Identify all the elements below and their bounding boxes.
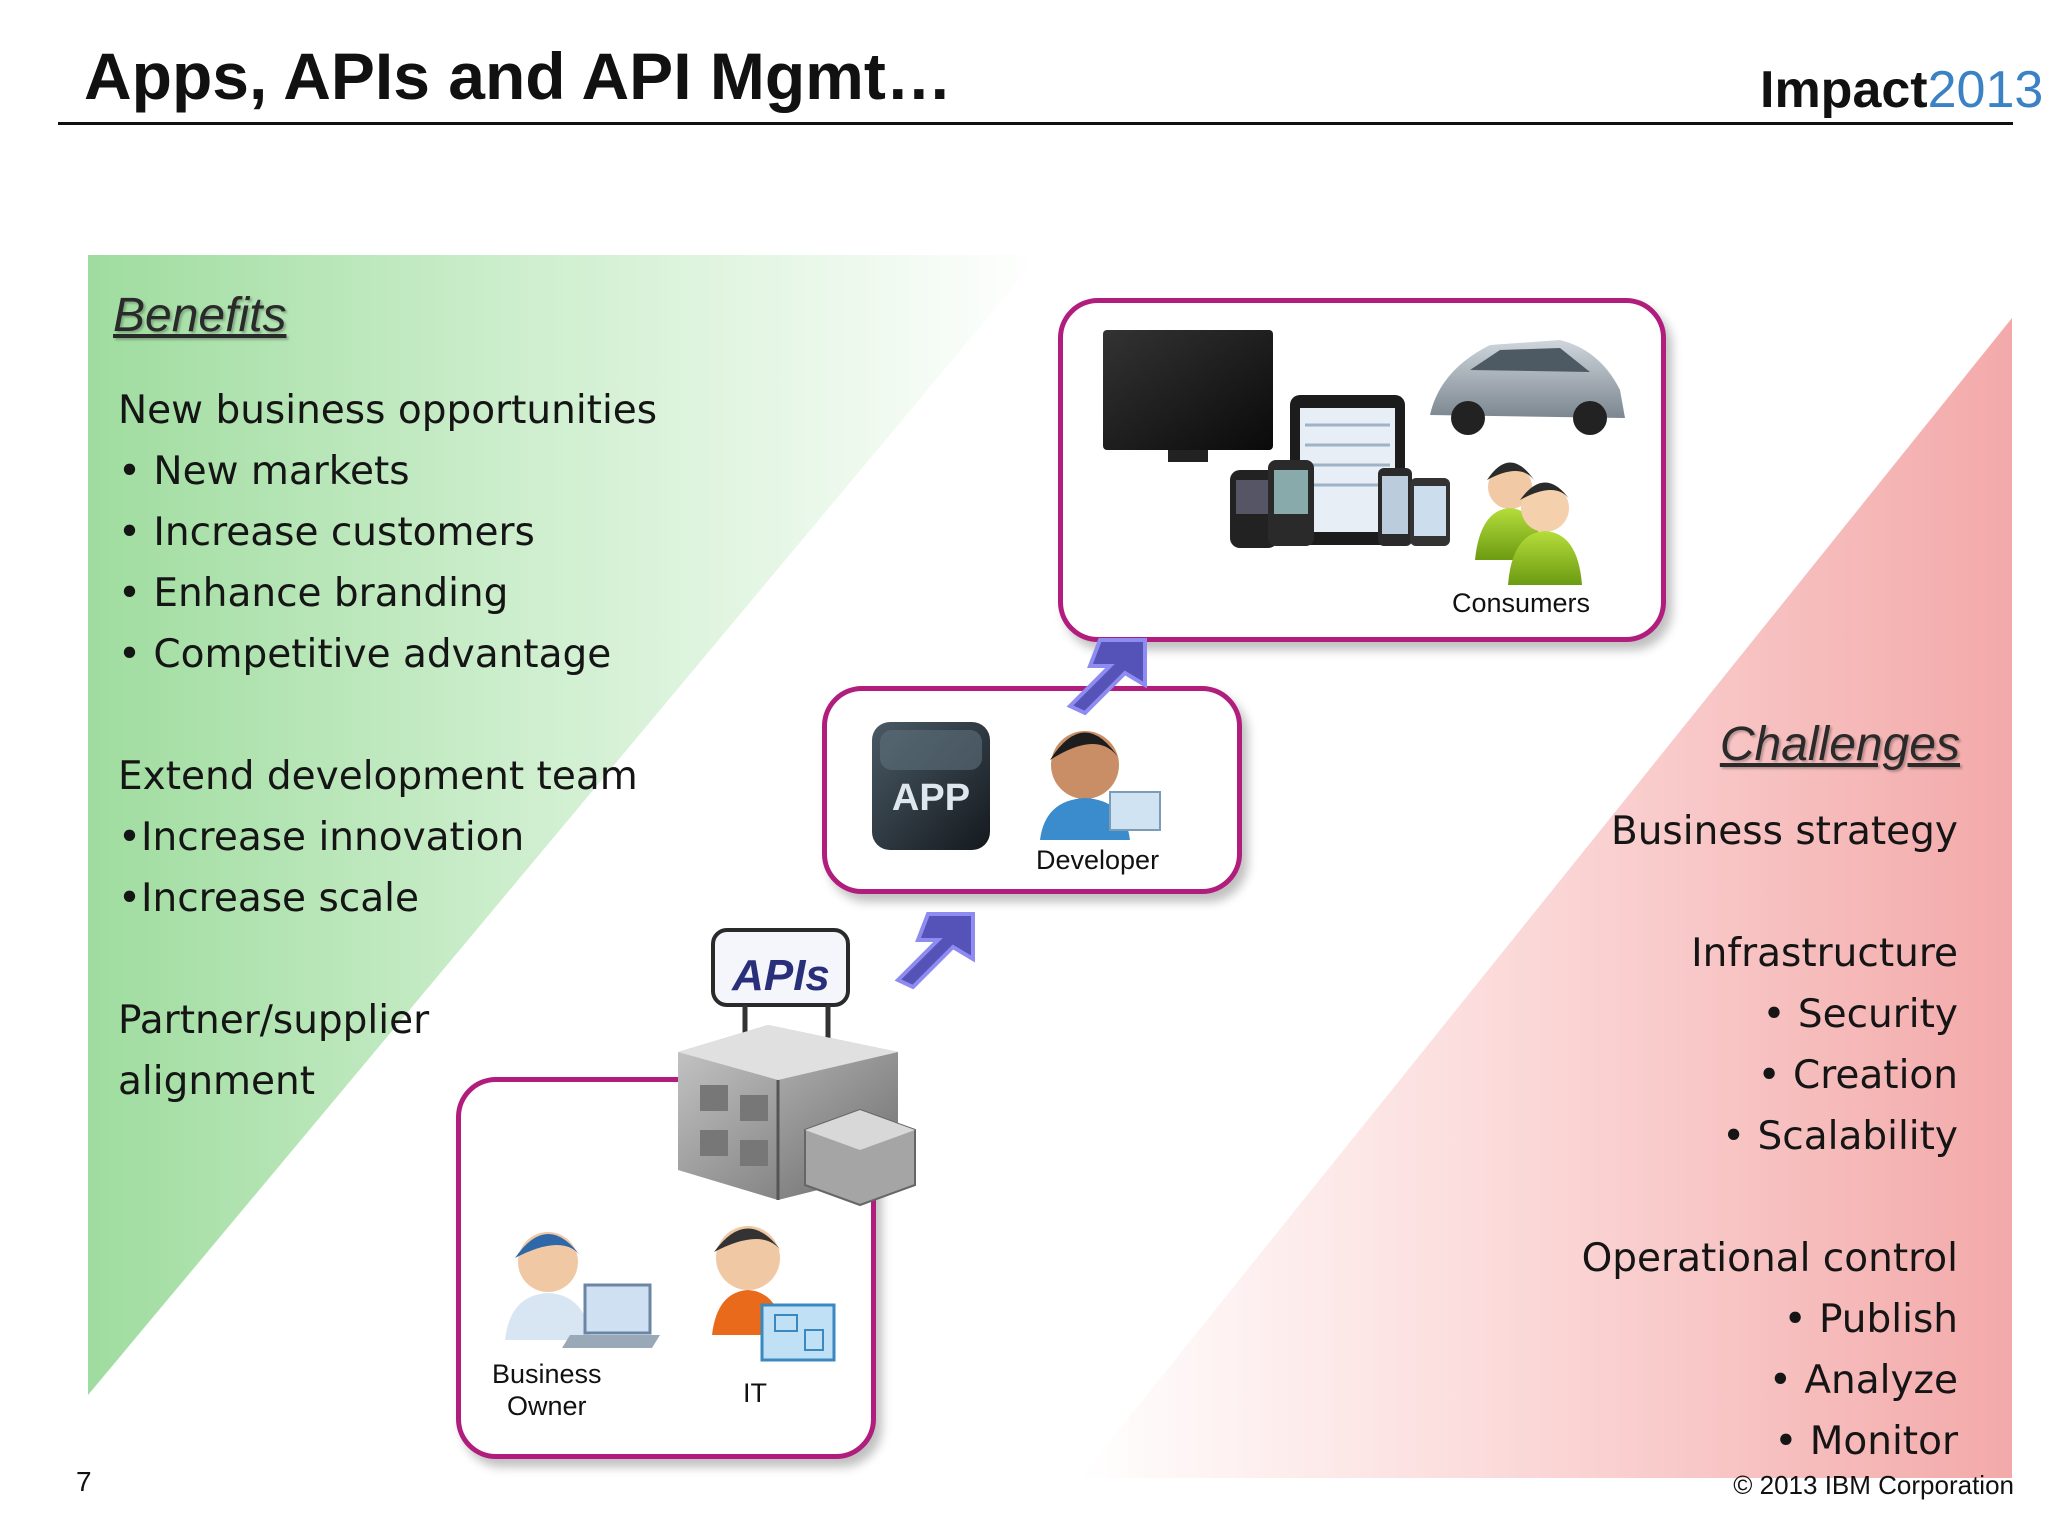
benefit-line: Partner/supplier [118,998,430,1043]
benefit-line: • New markets [118,449,410,494]
logo-word: Impact [1760,61,1928,119]
challenge-line: Operational control [1581,1236,1958,1281]
benefit-line: • Competitive advantage [118,632,612,677]
developer-label: Developer [1036,845,1160,875]
business-owner-label-line: Owner [507,1391,587,1421]
challenge-line: • Creation [1757,1053,1958,1098]
impact-logo: Impact2013 [1760,60,2043,120]
benefit-line: alignment [118,1059,316,1104]
benefits-heading: Benefits [113,289,287,342]
page-number: 7 [76,1466,92,1497]
challenges-list: Business strategy Infrastructure • Secur… [1582,801,1958,1472]
challenge-line: Business strategy [1610,809,1958,854]
challenge-line: Infrastructure [1691,931,1958,976]
page-title: Apps, APIs and API Mgmt… [84,39,952,113]
business-owner-label: Business Owner [492,1358,602,1422]
benefit-line: • Increase customers [118,510,535,555]
logo-year: 2013 [1927,61,2044,119]
challenge-line: • Scalability [1722,1114,1958,1159]
challenges-heading: Challenges [1719,718,1960,771]
benefit-line: •Increase scale [118,876,419,921]
benefit-line: •Increase innovation [118,815,525,860]
consumers-label: Consumers [1452,588,1591,618]
challenge-line: • Publish [1783,1297,1958,1342]
benefits-panel [88,255,1040,1395]
list-spacer [118,685,657,746]
list-spacer [1582,1167,1958,1228]
benefit-line: Extend development team [118,754,638,799]
challenge-line: • Security [1762,992,1958,1037]
challenge-line: • Analyze [1768,1358,1958,1403]
challenges-panel [1080,318,2012,1478]
it-label: IT [743,1378,767,1408]
developer-box [822,686,1242,894]
benefit-line: New business opportunities [118,388,658,433]
benefit-line: • Enhance branding [118,571,509,616]
title-divider [58,122,2013,125]
list-spacer [1582,862,1958,923]
challenge-line: • Monitor [1774,1419,1958,1464]
list-spacer [118,929,657,990]
benefits-list: New business opportunities • New markets… [118,380,657,1112]
copyright-notice: © 2013 IBM Corporation [1733,1470,2014,1500]
business-owner-label-line: Business [492,1359,602,1389]
